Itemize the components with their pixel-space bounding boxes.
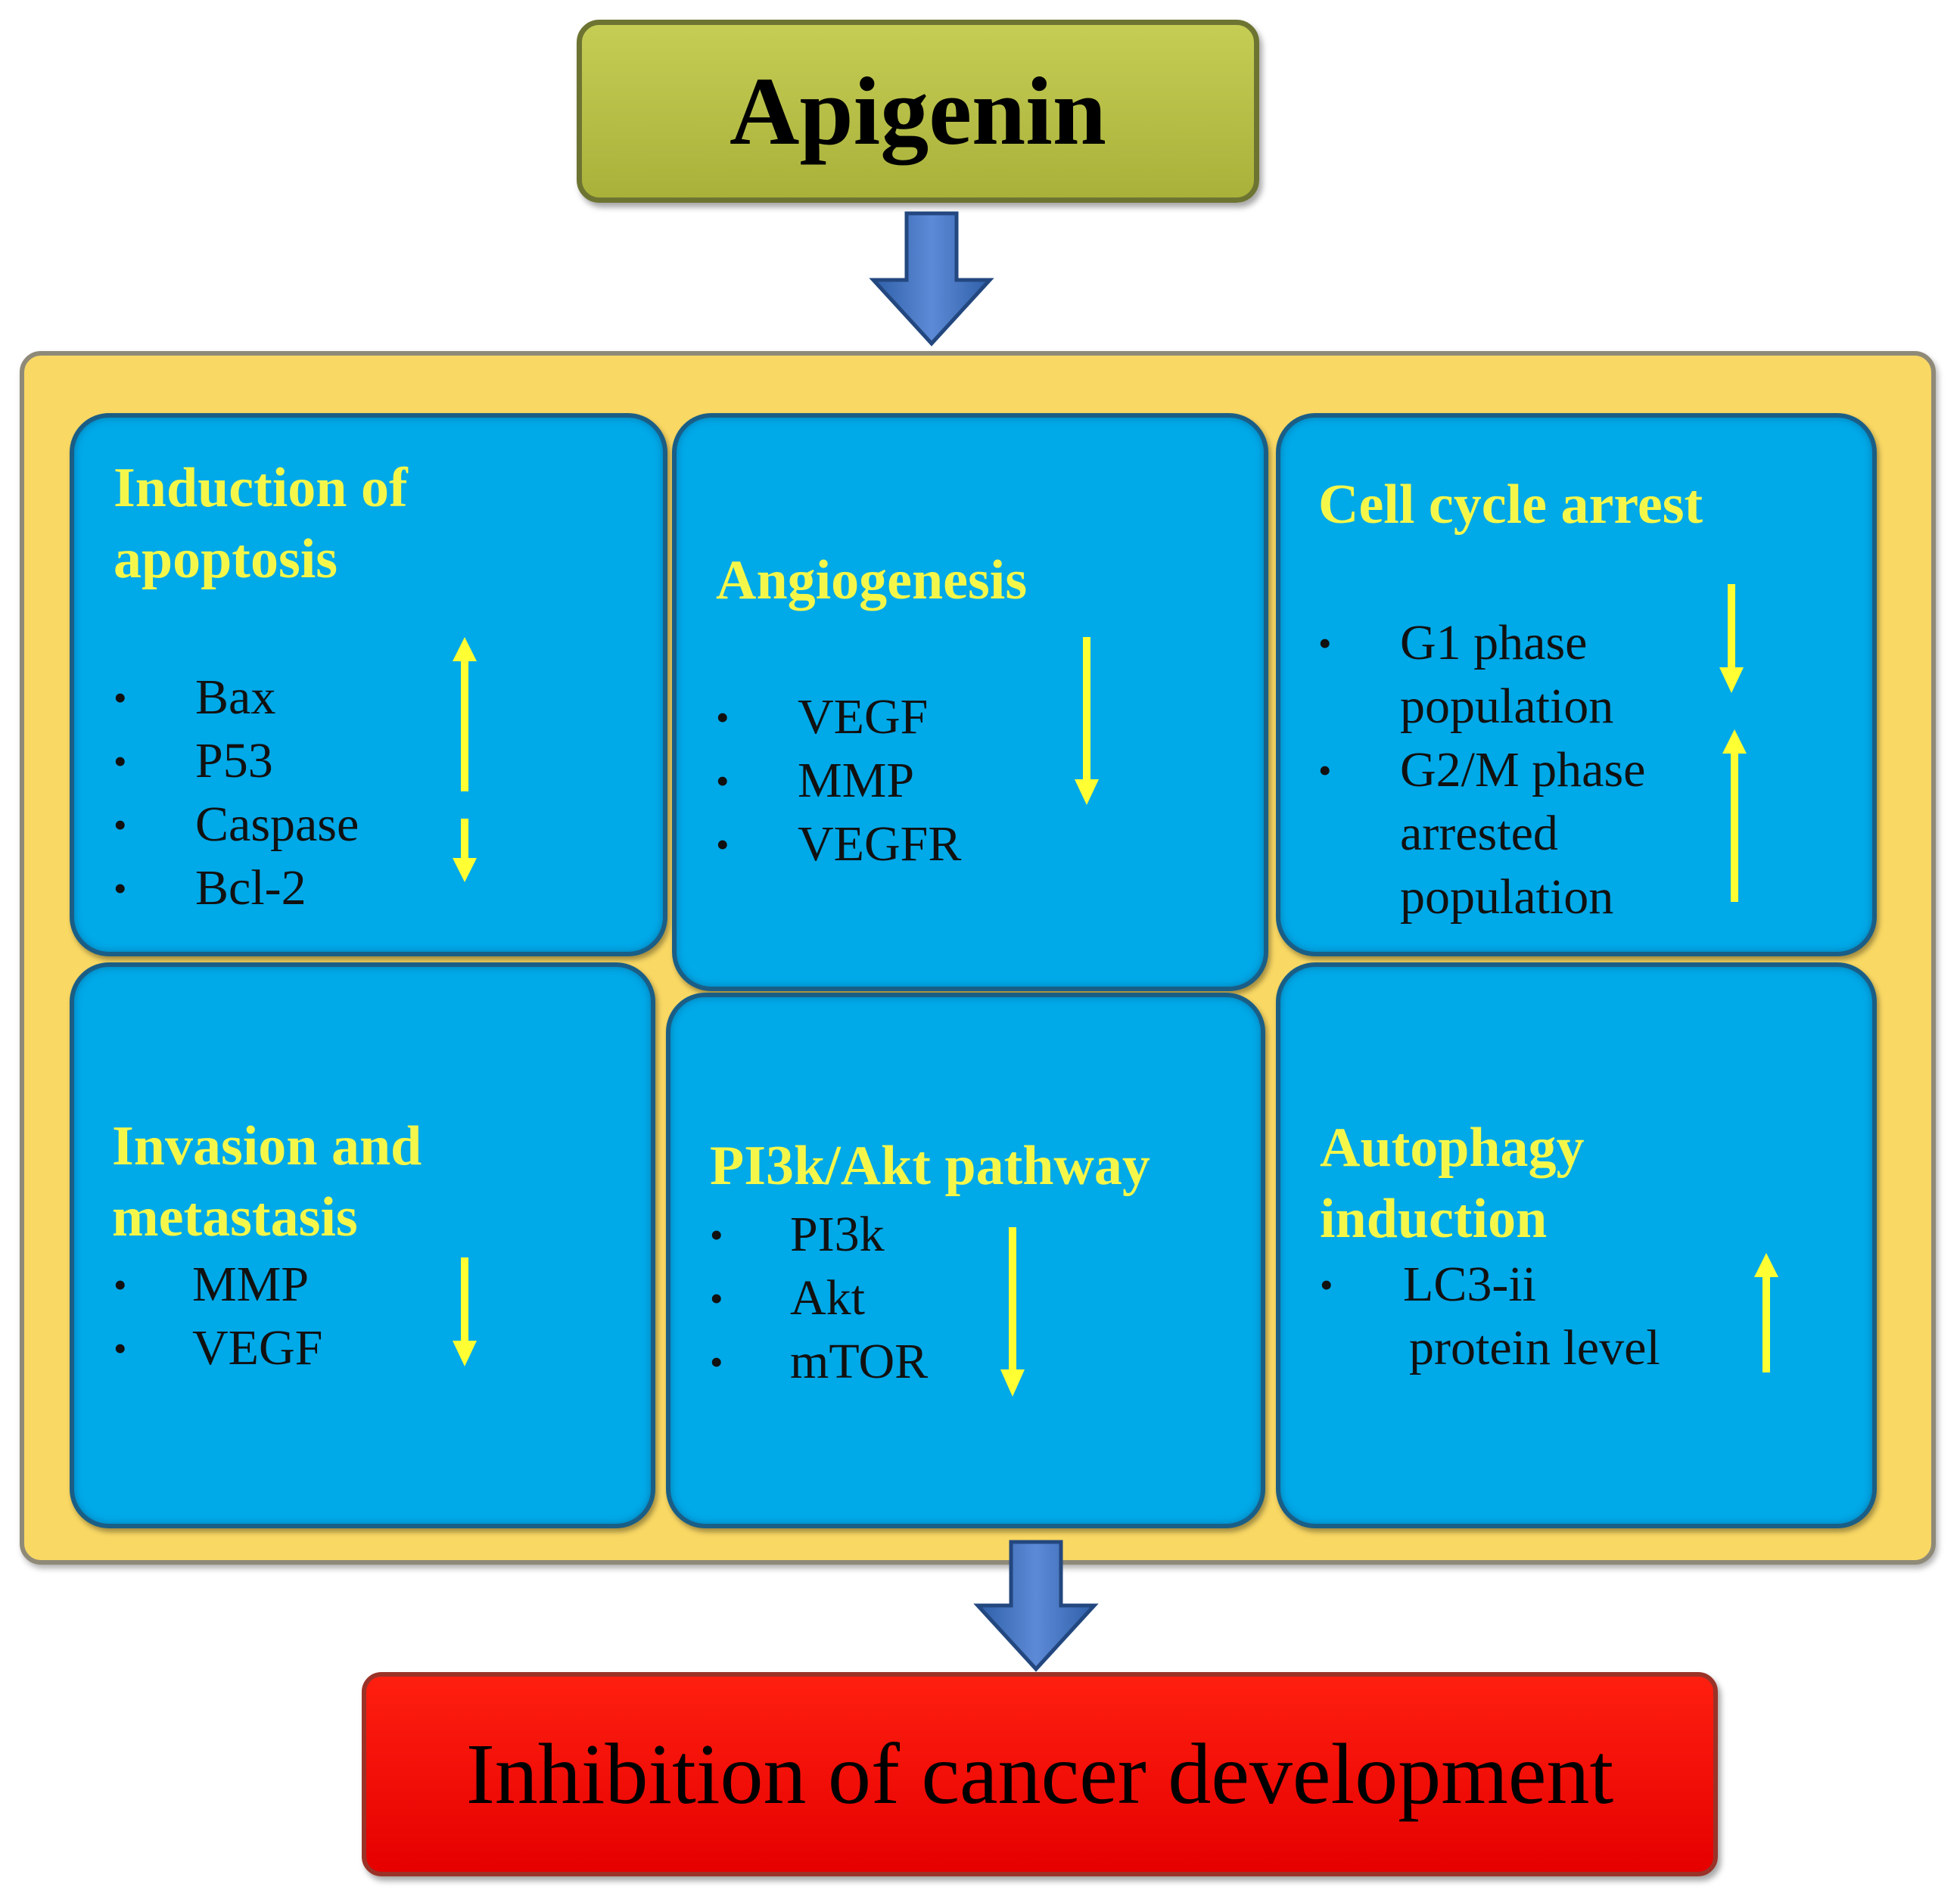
list-item: •G2/M phase [1318, 742, 1646, 797]
list-item: •Bcl-2 [114, 860, 306, 915]
list-item-continuation: population [1400, 869, 1614, 925]
up-arrow-icon [453, 637, 477, 791]
down-arrow-icon [1075, 637, 1099, 805]
list-item: •VEGF [114, 1320, 323, 1375]
invasion-title: Invasion and metastasis [112, 1115, 422, 1248]
list-item: •PI3k [710, 1207, 885, 1262]
list-item-continuation: arrested [1400, 806, 1558, 861]
down-arrow-icon [453, 1257, 477, 1366]
down-arrow-icon [453, 819, 477, 882]
list-item: •VEGFR [716, 816, 962, 872]
card-invasion [70, 962, 655, 1528]
apoptosis-title: Induction of apoptosis [114, 457, 408, 590]
apigenin-label: Apigenin [730, 57, 1106, 165]
list-item: •MMP [716, 753, 915, 808]
apoptosis-list: •Bax •P53 •Caspase •Bcl-2 [114, 666, 431, 920]
up-arrow-icon [1722, 729, 1747, 902]
list-item: •LC3-ii [1320, 1257, 1536, 1312]
card-apoptosis [70, 413, 667, 956]
card-pi3k-akt [666, 993, 1265, 1528]
card-cell-cycle [1276, 413, 1877, 956]
list-item: •MMP [114, 1257, 310, 1312]
list-item: •P53 [114, 733, 273, 788]
flow-arrow-down-icon [973, 1540, 1099, 1672]
list-item-continuation: population [1400, 679, 1614, 734]
pi3k-list: •PI3k •Akt •mTOR [710, 1203, 1028, 1394]
list-item-continuation: protein level [1409, 1320, 1660, 1375]
autophagy-list: •LC3-ii protein level [1320, 1253, 1713, 1380]
cell-cycle-list: •G1 phase population •G2/M phase arreste… [1318, 611, 1742, 929]
list-item: •Bax [114, 670, 276, 725]
pi3k-title: PI3k/Akt pathway [710, 1135, 1150, 1197]
card-angiogenesis [672, 413, 1268, 991]
card-autophagy [1276, 962, 1877, 1528]
angiogenesis-title: Angiogenesis [716, 549, 1028, 611]
down-arrow-icon [1000, 1227, 1025, 1397]
up-arrow-icon [1754, 1253, 1778, 1372]
down-arrow-icon [1719, 584, 1744, 693]
invasion-list: •MMP •VEGF [114, 1253, 431, 1380]
apigenin-box: Apigenin [577, 20, 1259, 203]
flow-arrow-down-icon [869, 211, 994, 347]
list-item: •Akt [710, 1270, 865, 1326]
list-item: •mTOR [710, 1334, 929, 1389]
outcome-label: Inhibition of cancer development [465, 1726, 1614, 1822]
list-item: •G1 phase [1318, 615, 1588, 670]
autophagy-title: Autophagy induction [1320, 1117, 1585, 1250]
list-item: •VEGF [716, 689, 929, 744]
outcome-box: Inhibition of cancer development [362, 1672, 1718, 1876]
list-item: •Caspase [114, 797, 359, 852]
angiogenesis-list: •VEGF •MMP •VEGFR [716, 685, 1034, 876]
cell-cycle-title: Cell cycle arrest [1318, 474, 1703, 536]
